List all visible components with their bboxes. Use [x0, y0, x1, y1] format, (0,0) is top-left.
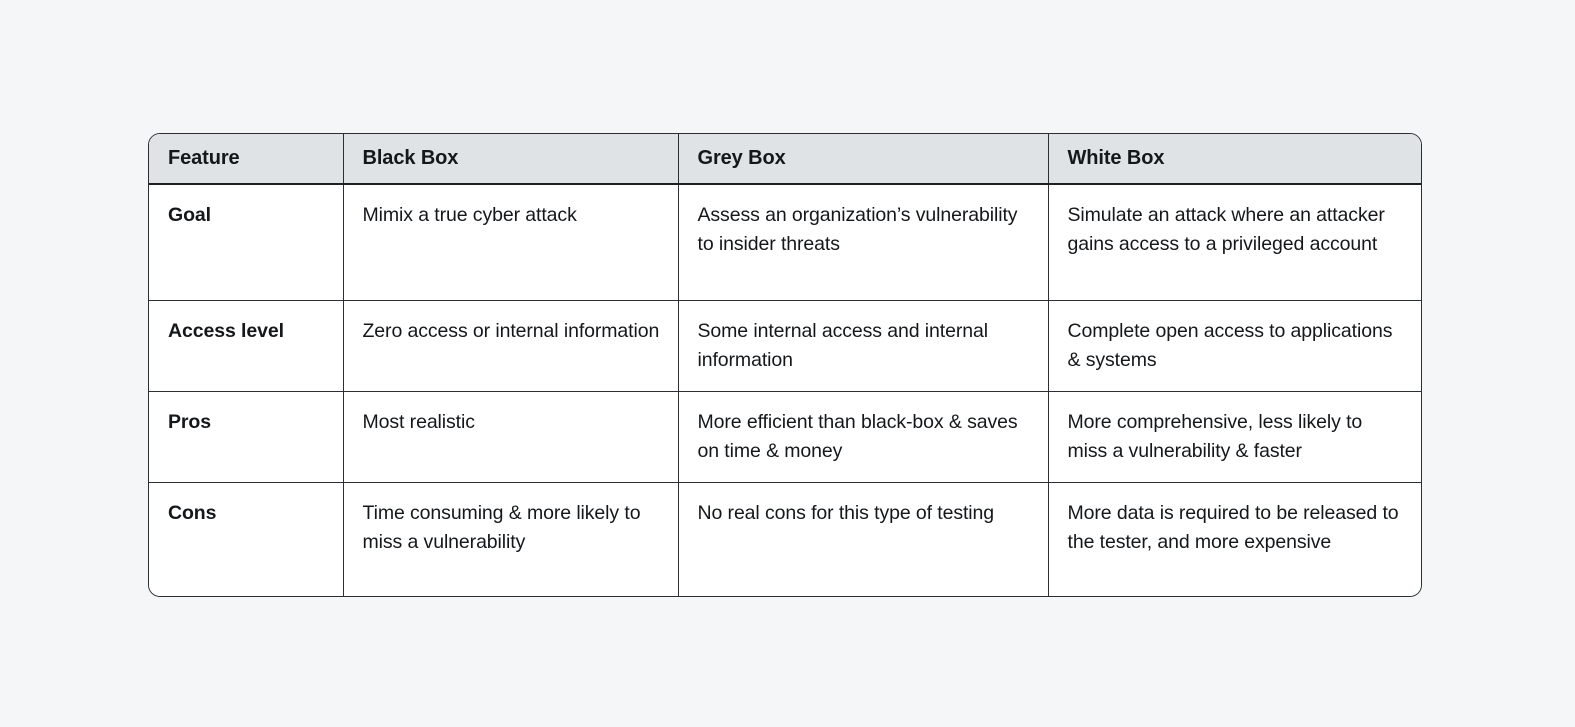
- cell-grey-box-pros: More efficient than black-box & saves on…: [678, 391, 1049, 483]
- table-row: Cons Time consuming & more likely to mis…: [149, 482, 1421, 596]
- cell-feature-goal: Goal: [149, 184, 344, 301]
- cell-black-box-goal: Mimix a true cyber attack: [343, 184, 679, 301]
- cell-feature-cons: Cons: [149, 482, 344, 596]
- table-header-row: Feature Black Box Grey Box White Box: [149, 134, 1421, 185]
- table-header: Feature Black Box Grey Box White Box: [149, 134, 1421, 185]
- comparison-table-container: Feature Black Box Grey Box White Box Goa…: [148, 133, 1422, 597]
- comparison-table: Feature Black Box Grey Box White Box Goa…: [149, 134, 1421, 596]
- table-body: Goal Mimix a true cyber attack Assess an…: [149, 184, 1421, 596]
- column-header-white-box: White Box: [1048, 134, 1421, 185]
- table-row: Goal Mimix a true cyber attack Assess an…: [149, 184, 1421, 301]
- table-row: Pros Most realistic More efficient than …: [149, 391, 1421, 483]
- column-header-black-box: Black Box: [343, 134, 679, 185]
- cell-grey-box-access-level: Some internal access and internal inform…: [678, 300, 1049, 392]
- cell-black-box-cons: Time consuming & more likely to miss a v…: [343, 482, 679, 596]
- cell-white-box-access-level: Complete open access to applications & s…: [1048, 300, 1421, 392]
- cell-feature-pros: Pros: [149, 391, 344, 483]
- table-row: Access level Zero access or internal inf…: [149, 300, 1421, 392]
- column-header-grey-box: Grey Box: [678, 134, 1049, 185]
- cell-feature-access-level: Access level: [149, 300, 344, 392]
- column-header-feature: Feature: [149, 134, 344, 185]
- cell-black-box-pros: Most realistic: [343, 391, 679, 483]
- cell-white-box-cons: More data is required to be released to …: [1067, 501, 1399, 553]
- cell-white-box-pros: More comprehensive, less likely to miss …: [1048, 391, 1421, 483]
- cell-white-box-goal: Simulate an attack where an attacker gai…: [1048, 184, 1421, 301]
- cell-black-box-access-level: Zero access or internal information: [343, 300, 679, 392]
- cell-grey-box-goal: Assess an organization’s vulnerability t…: [678, 184, 1049, 301]
- cell-grey-box-cons: No real cons for this type of testing: [678, 482, 1049, 596]
